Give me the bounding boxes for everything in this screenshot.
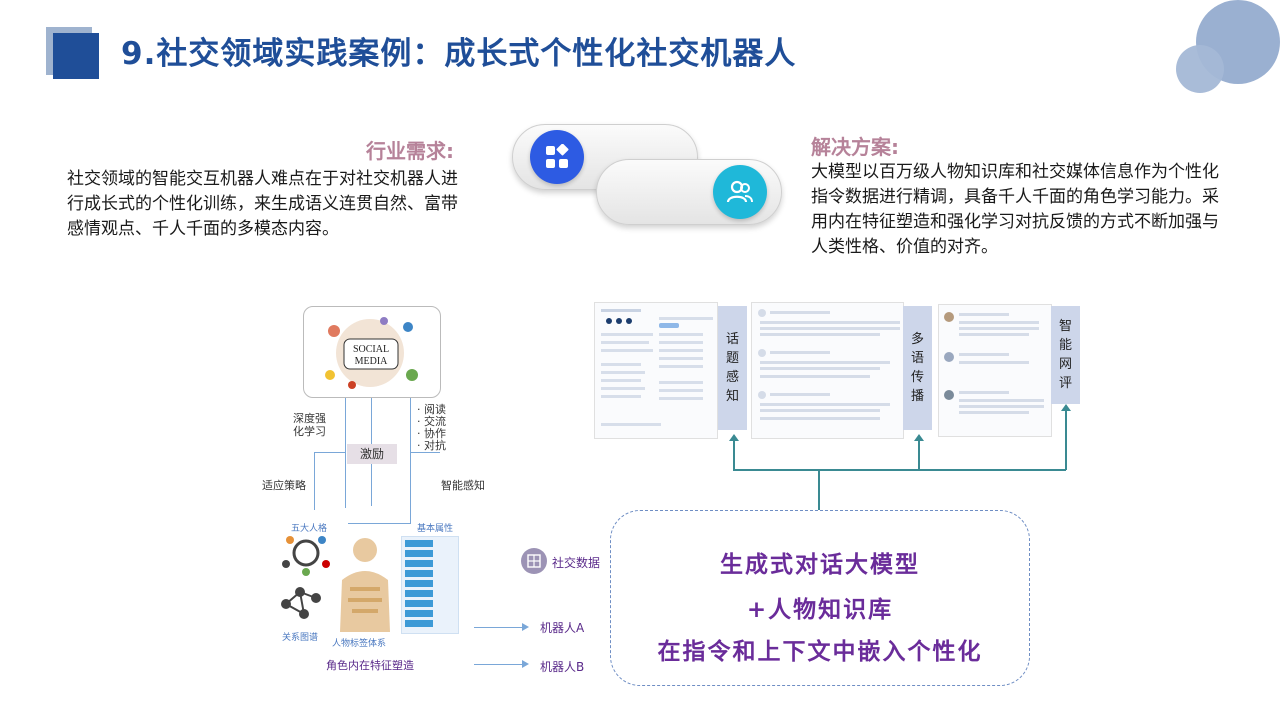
industry-need-text: 社交领域的智能交互机器人难点在于对社交机器人进行成长式的个性化训练，来生成语义连… — [67, 169, 458, 239]
arrow-head — [522, 660, 529, 668]
robot-a-label: 机器人A — [540, 621, 585, 635]
attribute-table — [401, 536, 459, 634]
connector — [918, 440, 920, 470]
arrow-head — [1061, 404, 1071, 411]
screenshot-review — [938, 304, 1052, 437]
users-icon — [713, 165, 767, 219]
incentive-box: 激励 — [347, 444, 397, 464]
connector — [818, 470, 820, 513]
action-item: · 协作 — [417, 427, 446, 440]
arrow-robot-a — [474, 627, 524, 628]
screenshot-topics — [594, 302, 718, 439]
connector — [733, 440, 735, 470]
relation-graph-graphic — [281, 587, 321, 619]
connector — [314, 452, 346, 453]
connector — [345, 398, 346, 508]
action-item: · 阅读 — [417, 403, 446, 416]
smart-perception-label: 智能感知 — [441, 479, 485, 492]
decor-circle-small — [1176, 45, 1224, 93]
solution-text: 大模型以百万级人物知识库和社交媒体信息作为个性化指令数据进行精调，具备千人千面的… — [811, 162, 1219, 257]
connector — [348, 523, 410, 524]
connector — [410, 398, 411, 524]
relation-graph-label: 关系图谱 — [282, 633, 319, 643]
grid-icon — [521, 548, 547, 574]
screenshot-multilang — [751, 302, 904, 439]
apps-icon — [530, 130, 584, 184]
connector — [1065, 410, 1067, 470]
connector — [314, 452, 315, 510]
tag-smart-review: 智 能 网 评 — [1051, 306, 1080, 404]
basic-attr-label: 基本属性 — [417, 524, 454, 534]
connector — [733, 469, 1066, 471]
model-line-2: +人物知识库 — [746, 597, 894, 623]
connector — [410, 452, 440, 453]
social-data-label: 社交数据 — [552, 556, 601, 570]
action-item: · 对抗 — [417, 439, 446, 452]
social-media-image: SOCIAL MEDIA — [303, 306, 441, 398]
model-box — [610, 510, 1030, 686]
big-five-graphic — [282, 536, 330, 576]
industry-need-heading: 行业需求: — [366, 139, 454, 163]
deep-rl-label: 深度强化学习 — [293, 412, 326, 438]
model-line-3: 在指令和上下文中嵌入个性化 — [657, 639, 983, 665]
big-five-label: 五大人格 — [291, 524, 328, 534]
arrow-head — [522, 623, 529, 631]
tag-multilang-spread: 多 语 传 播 — [903, 306, 932, 430]
solution-heading: 解决方案: — [811, 135, 899, 159]
action-item: · 交流 — [417, 415, 446, 428]
svg-text:SOCIAL: SOCIAL — [353, 344, 389, 355]
actions-list: · 阅读 · 交流 · 协作 · 对抗 — [417, 404, 446, 452]
title-decoration-front — [53, 33, 99, 79]
arrow-robot-b — [474, 664, 524, 665]
tag-topic-perception: 话 题 感 知 — [718, 306, 747, 430]
persona-system-label: 人物标签体系 — [332, 639, 387, 649]
arrow-head — [914, 434, 924, 441]
adaptive-strategy-label: 适应策略 — [262, 479, 306, 492]
inner-feature-label: 角色内在特征塑造 — [326, 659, 414, 672]
model-line-1: 生成式对话大模型 — [720, 552, 920, 578]
robot-b-label: 机器人B — [540, 660, 585, 674]
persona-figure — [340, 538, 390, 632]
arrow-head — [729, 434, 739, 441]
page-title: 9.社交领域实践案例：成长式个性化社交机器人 — [121, 36, 797, 72]
svg-text:MEDIA: MEDIA — [355, 356, 389, 367]
